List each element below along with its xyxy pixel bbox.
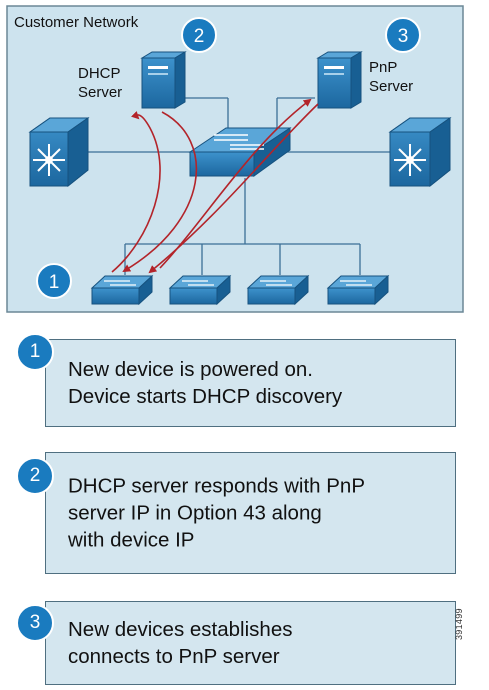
network-title: Customer Network: [14, 14, 139, 31]
step-2-line-2: server IP in Option 43 along: [68, 501, 322, 525]
badge-3: 3: [385, 17, 421, 53]
dhcp-server-icon: [140, 51, 187, 109]
access-switch-icon: [168, 274, 232, 306]
flow-arrows: [111, 98, 319, 274]
step-2-line-3: with device IP: [68, 528, 195, 552]
dhcp-offer-arrow: [122, 111, 198, 273]
access-switch-icon: [246, 274, 310, 306]
figure-id: 391499: [454, 608, 464, 640]
step-3-text: New devices establishes connects to PnP …: [68, 616, 445, 670]
step-1-box: New device is powered on. Device starts …: [45, 339, 456, 427]
badge-1: 1: [36, 263, 72, 299]
step-2-badge: 2: [16, 457, 54, 495]
dhcp-discover-arrow: [111, 110, 161, 273]
step-3-line-2: connects to PnP server: [68, 645, 280, 668]
network-diagram: Customer Network: [6, 5, 464, 313]
pnp-server-label-line2: Server: [369, 78, 413, 95]
step-1-badge: 1: [16, 333, 54, 371]
access-switch-new-device-icon: [90, 274, 154, 306]
step-2-line-1: DHCP server responds with PnP: [68, 474, 365, 498]
step-3-box: New devices establishes connects to PnP …: [45, 601, 456, 685]
step-1-text: New device is powered on. Device starts …: [68, 356, 445, 410]
step-2-text: DHCP server responds with PnP server IP …: [68, 473, 445, 554]
dhcp-server-label-line1: DHCP: [78, 65, 121, 82]
dhcp-server-label-line2: Server: [78, 84, 122, 101]
badge-2: 2: [181, 17, 217, 53]
step-3-badge: 3: [16, 604, 54, 642]
badge-2-number: 2: [194, 26, 205, 47]
step-3-line-1: New devices establishes: [68, 618, 293, 641]
right-router-icon: [388, 117, 452, 188]
step-1-line-2: Device starts DHCP discovery: [68, 385, 343, 408]
access-switch-icon: [326, 274, 390, 306]
left-router-icon: [28, 117, 90, 188]
pnp-server-label-line1: PnP: [369, 59, 397, 76]
network-links: [85, 97, 392, 275]
pnp-server-icon: [316, 51, 363, 109]
step-2-box: DHCP server responds with PnP server IP …: [45, 452, 456, 574]
badge-1-number: 1: [49, 272, 60, 293]
pnp-response-arrow: [148, 103, 319, 274]
step-1-line-1: New device is powered on.: [68, 358, 313, 381]
badge-3-number: 3: [398, 26, 409, 47]
